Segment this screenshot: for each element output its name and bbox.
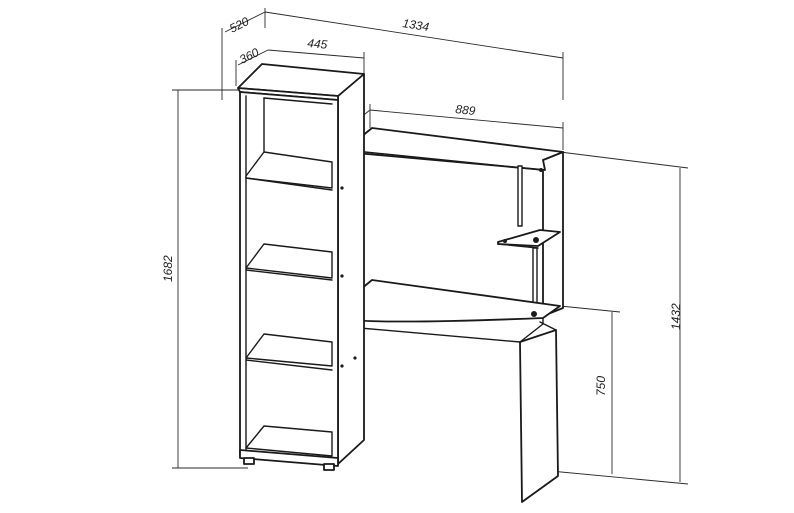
dim-shelf-width: 445 <box>307 36 328 52</box>
dim-total-height: 1682 <box>161 255 175 282</box>
dim-desk-width: 889 <box>455 102 477 118</box>
dim-total-width: 1334 <box>402 16 431 34</box>
dim-total-depth: 520 <box>227 14 251 36</box>
dim-desk-height: 750 <box>594 376 608 396</box>
desk-unit <box>328 127 564 503</box>
dim-shelf-depth: 360 <box>237 45 261 67</box>
dim-superstructure-height: 1432 <box>669 303 683 330</box>
bookcase-unit <box>237 63 365 471</box>
dimension-lines <box>172 8 689 485</box>
